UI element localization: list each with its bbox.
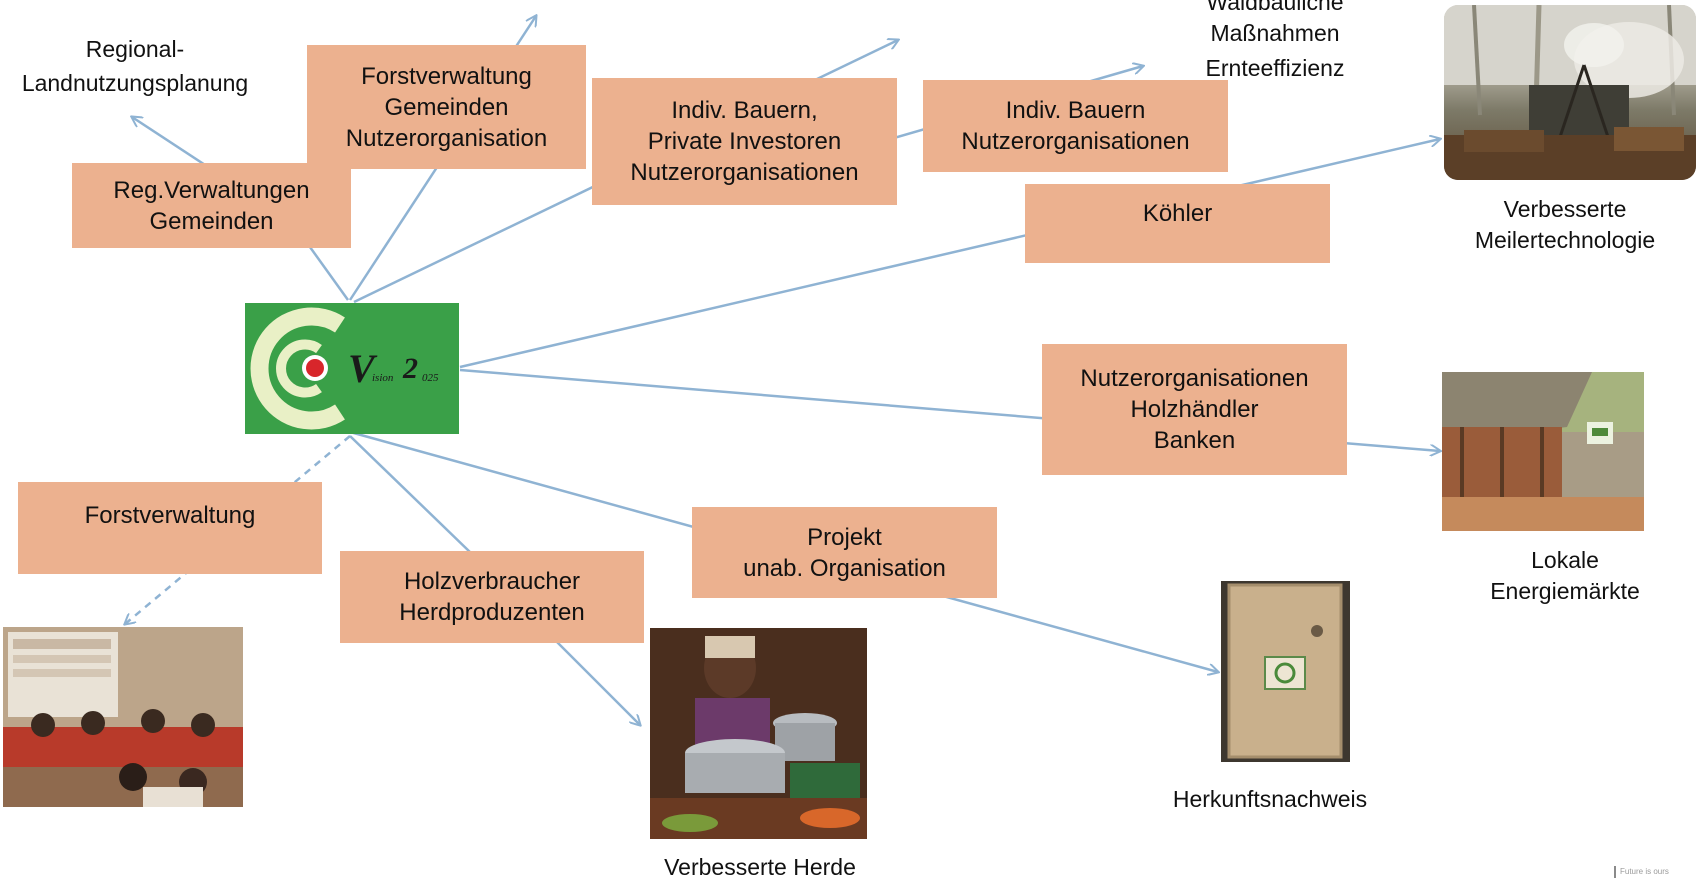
label-line: Landnutzungsplanung xyxy=(21,70,249,96)
box-line: Nutzerorganisation xyxy=(345,124,548,152)
label-line: Waldbauliche xyxy=(1206,0,1344,15)
box-nutzer-holzhaendler-banken: Nutzerorganisationen Holzhändler Banken xyxy=(1042,344,1347,475)
box-indiv-bauern-nutzer: Indiv. Bauern Nutzerorganisationen xyxy=(923,80,1228,172)
box-line: Banken xyxy=(1153,427,1236,454)
label-waldbauliche-massnahmen: Waldbauliche Maßnahmen xyxy=(1165,0,1385,49)
label-lokale-energiemaerkte: Lokale Energiemärkte xyxy=(1445,545,1685,607)
box-projekt: Projekt unab. Organisation xyxy=(692,507,997,598)
box-line: Holzverbraucher xyxy=(403,568,581,595)
box-line: Nutzerorganisationen xyxy=(961,128,1190,155)
label-line: Ernteeffizienz xyxy=(1205,55,1345,81)
meeting-graphic xyxy=(3,627,243,807)
box-line: Herdproduzenten xyxy=(399,599,585,626)
box-line: Köhler xyxy=(1142,200,1213,227)
arrow-to-herde xyxy=(554,639,640,725)
logo-year-small: 025 xyxy=(422,372,439,384)
box-reg-verwaltungen: Reg.Verwaltungen Gemeinden xyxy=(72,163,351,248)
market-graphic xyxy=(1442,372,1644,531)
box-line: Private Investoren xyxy=(647,128,842,155)
box-line: Reg.Verwaltungen xyxy=(113,176,310,204)
label-line: Lokale xyxy=(1531,547,1599,573)
label-line: Meilertechnologie xyxy=(1474,227,1656,253)
box-line: Gemeinden xyxy=(384,93,509,121)
photo-cooking-woman xyxy=(650,628,867,839)
box-koehler: Köhler xyxy=(1025,184,1330,263)
logo-graphic xyxy=(250,307,345,430)
label-line: Verbesserte Herde xyxy=(664,854,856,880)
label-line: Regional- xyxy=(85,36,185,62)
label-line: Verbesserte xyxy=(1503,196,1627,222)
photo-energy-market xyxy=(1442,372,1644,531)
vision-2025-logo: V ision 2 025 xyxy=(245,303,459,434)
label-line: Herkunftsnachweis xyxy=(1172,786,1368,812)
label-regional-landnutzungsplanung: Regional- Landnutzungsplanung xyxy=(0,34,270,99)
photo-meeting xyxy=(3,627,243,807)
box-line: Forstverwaltung xyxy=(361,62,532,90)
label-line: Maßnahmen xyxy=(1210,20,1340,46)
box-line: Nutzerorganisationen xyxy=(630,159,859,186)
photo-certificate-bag xyxy=(1221,581,1350,762)
box-line: Holzhändler xyxy=(1130,396,1259,423)
label-herkunftsnachweis: Herkunftsnachweis xyxy=(1145,784,1395,815)
box-line: Forstverwaltung xyxy=(84,502,256,529)
bag-graphic xyxy=(1227,583,1343,759)
photo-charcoal-kiln xyxy=(1444,5,1696,180)
box-holzverbraucher: Holzverbraucher Herdproduzenten xyxy=(340,551,644,643)
cook-graphic xyxy=(650,628,867,839)
box-forstverwaltung: Forstverwaltung xyxy=(18,482,322,574)
box-line: Indiv. Bauern xyxy=(1005,97,1146,124)
logo-year-digit: 2 xyxy=(403,352,418,385)
box-line: Gemeinden xyxy=(149,207,274,235)
logo-small-text: ision xyxy=(372,372,394,384)
box-forstverwaltung-gemeinden: Forstverwaltung Gemeinden Nutzerorganisa… xyxy=(307,45,586,169)
box-indiv-private-investoren: Indiv. Bauern, Private Investoren Nutzer… xyxy=(592,78,897,205)
box-line: Indiv. Bauern, xyxy=(671,97,818,124)
arrow-to-holzverbraucher xyxy=(349,435,473,555)
footer-text: Future is ours xyxy=(1620,867,1669,876)
label-verbesserte-herde: Verbesserte Herde xyxy=(620,852,900,883)
box-line: Projekt xyxy=(807,523,882,551)
kiln-graphic xyxy=(1444,5,1696,180)
label-verbesserte-meilertechnologie: Verbesserte Meilertechnologie xyxy=(1445,194,1685,256)
label-line: Energiemärkte xyxy=(1490,578,1640,604)
footer-watermark: Future is ours xyxy=(1614,866,1697,878)
logo-big-letter: V xyxy=(348,346,375,391)
label-ernteeffizienz: Ernteeffizienz xyxy=(1165,53,1385,84)
box-line: Nutzerorganisationen xyxy=(1080,365,1309,392)
box-line: unab. Organisation xyxy=(743,554,946,582)
